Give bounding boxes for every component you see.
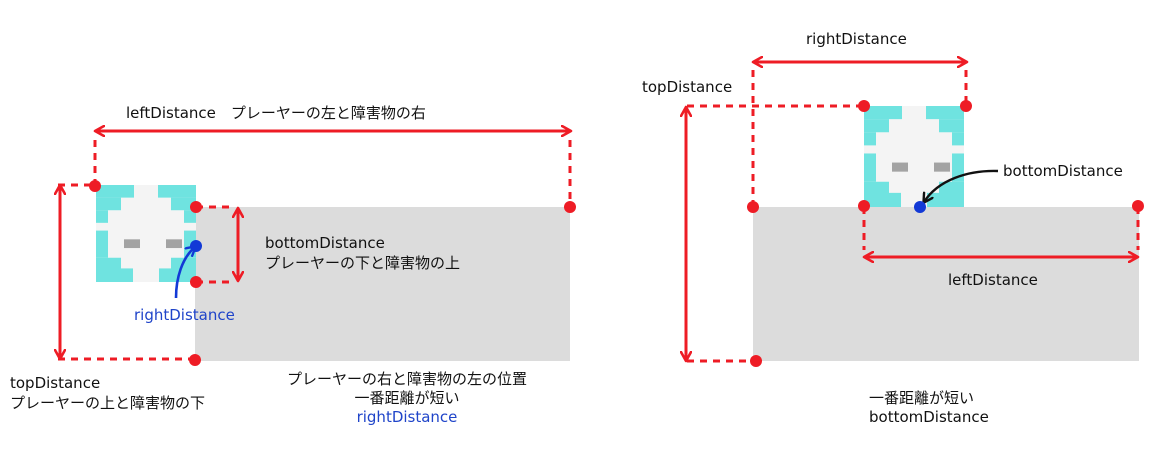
- bottom-distance-description: プレーヤーの下と障害物の上: [265, 254, 461, 272]
- bottom-distance-point: [914, 201, 926, 213]
- right-caption-line-1: 一番距離が短い: [869, 389, 975, 407]
- obstacle-block: [195, 207, 570, 361]
- player-sprite-2: [864, 106, 964, 207]
- left-distance-label: leftDistance プレーヤーの左と障害物の右: [126, 104, 426, 122]
- left-caption-line-2: 一番距離が短い: [354, 389, 460, 407]
- bottom-distance-label-2: bottomDistance: [1003, 162, 1123, 180]
- obstacle-block-2: [753, 207, 1139, 361]
- right-distance-label: rightDistance: [134, 306, 235, 324]
- top-distance-label-2: topDistance: [642, 78, 733, 96]
- left-caption-line-1: プレーヤーの右と障害物の左の位置: [286, 370, 528, 388]
- bottom-distance-label: bottomDistance: [265, 234, 385, 252]
- top-distance-description: プレーヤーの上と障害物の下: [10, 394, 206, 412]
- right-caption-line-2: bottomDistance: [869, 408, 989, 426]
- top-distance-label: topDistance: [10, 374, 101, 392]
- left-caption-line-3: rightDistance: [356, 408, 458, 426]
- right-distance-point: [190, 240, 202, 252]
- left-distance-label-2: leftDistance: [948, 271, 1038, 289]
- bottom-distance-pointer: [924, 169, 999, 202]
- corner-markers: [89, 180, 576, 366]
- corner-markers-2: [747, 100, 1144, 367]
- right-distance-label-2: rightDistance: [806, 30, 907, 48]
